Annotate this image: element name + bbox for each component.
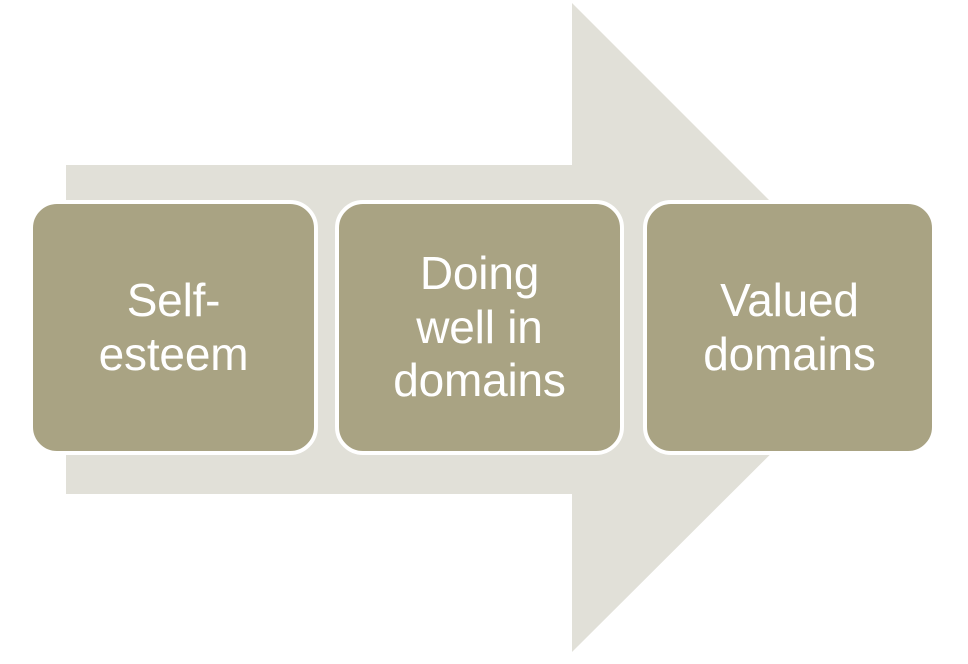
process-step-label: Doing well in domains xyxy=(393,246,566,407)
process-step-self-esteem[interactable]: Self- esteem xyxy=(29,200,318,455)
process-step-doing-well-in-domains[interactable]: Doing well in domains xyxy=(335,200,624,455)
process-step-label: Valued domains xyxy=(703,273,876,380)
process-step-label: Self- esteem xyxy=(98,273,249,380)
process-step-valued-domains[interactable]: Valued domains xyxy=(643,200,936,455)
